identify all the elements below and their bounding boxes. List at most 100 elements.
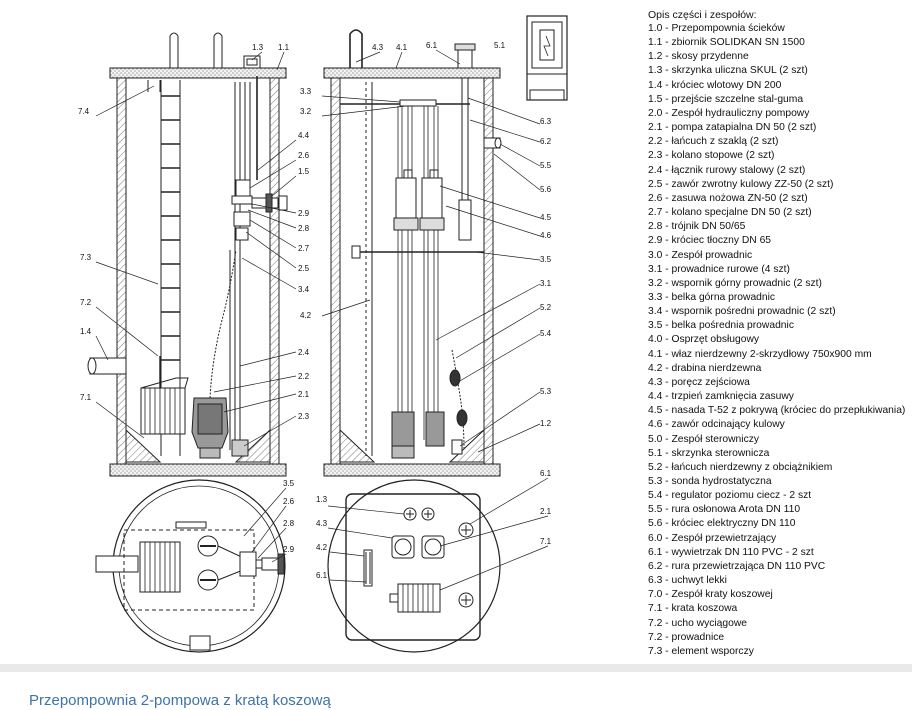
label-5-5: 5.5 bbox=[540, 161, 552, 170]
label-4-3: 4.3 bbox=[372, 43, 384, 52]
label-3-1: 3.1 bbox=[540, 279, 552, 288]
label-1-1: 1.1 bbox=[278, 43, 290, 52]
label-3-2: 3.2 bbox=[300, 107, 312, 116]
label-plan-6-1-right: 6.1 bbox=[540, 469, 552, 478]
label-2-8: 2.8 bbox=[298, 224, 310, 233]
label-4-5: 4.5 bbox=[540, 213, 552, 222]
legend-item: 2.9 - króciec tłoczny DN 65 bbox=[648, 235, 772, 247]
label-2-4: 2.4 bbox=[298, 348, 310, 357]
legend-item: 1.2 - skosy przydenne bbox=[648, 51, 749, 63]
legend-item: 6.2 - rura przewietrzająca DN 110 PVC bbox=[648, 560, 826, 572]
label-4-1: 4.1 bbox=[396, 43, 408, 52]
legend-item: 2.6 - zasuwa nożowa ZN-50 (2 szt) bbox=[648, 192, 808, 204]
plan-view-left bbox=[95, 479, 286, 653]
technical-drawing: 7.4 1.3 1.1 4.4 2.6 1.5 2.9 2.8 2.7 2.5 … bbox=[78, 15, 568, 653]
label-2-1: 2.1 bbox=[298, 390, 310, 399]
legend-item: 2.0 - Zespół hydrauliczny pompowy bbox=[648, 107, 810, 119]
label-3-3: 3.3 bbox=[300, 87, 312, 96]
label-2-7: 2.7 bbox=[298, 244, 310, 253]
label-2-9: 2.9 bbox=[298, 209, 310, 218]
section-view-left bbox=[87, 32, 288, 477]
legend-item: 2.3 - kolano stopowe (2 szt) bbox=[648, 150, 775, 162]
label-5-3: 5.3 bbox=[540, 387, 552, 396]
legend-item: 4.3 - poręcz zejściowa bbox=[648, 376, 750, 388]
legend-item: 7.1 - krata koszowa bbox=[648, 603, 738, 615]
legend-item: 2.2 - łańcuch z szaklą (2 szt) bbox=[648, 136, 779, 148]
legend-item: 3.2 - wspornik górny prowadnic (2 szt) bbox=[648, 277, 822, 289]
labels-plan-left: 3.5 2.6 2.8 2.9 bbox=[283, 479, 295, 554]
legend-item: 1.3 - skrzynka uliczna SKUL (2 szt) bbox=[648, 65, 808, 77]
label-3-4: 3.4 bbox=[298, 285, 310, 294]
label-6-3: 6.3 bbox=[540, 117, 552, 126]
leaders-right bbox=[321, 49, 541, 453]
legend-item: 1.1 - zbiornik SOLIDKAN SN 1500 bbox=[648, 37, 805, 49]
label-7-3: 7.3 bbox=[80, 253, 92, 262]
section-view-right bbox=[323, 15, 568, 477]
legend-item: 3.1 - prowadnice rurowe (4 szt) bbox=[648, 263, 790, 275]
label-7-2: 7.2 bbox=[80, 298, 92, 307]
labels-right: 4.3 4.1 6.1 5.1 3.3 3.2 6.3 6.2 5.5 5.6 … bbox=[300, 41, 552, 428]
label-1-5: 1.5 bbox=[298, 167, 310, 176]
legend-item: 2.4 - łącznik rurowy stalowy (2 szt) bbox=[648, 164, 806, 176]
legend-item: 5.0 - Zespół sterowniczy bbox=[648, 433, 760, 445]
legend-item: 7.2 - prowadnice bbox=[648, 631, 725, 643]
legend-item: 6.1 - wywietrzak DN 110 PVC - 2 szt bbox=[648, 546, 814, 558]
legend-item: 1.5 - przejście szczelne stal-guma bbox=[648, 93, 804, 105]
label-plan-6-1-left: 6.1 bbox=[316, 571, 328, 580]
image-caption: Przepompownia 2-pompowa z kratą koszową bbox=[29, 692, 331, 709]
labels-plan-right: 1.3 6.1 4.3 2.1 4.2 7.1 6.1 bbox=[316, 469, 552, 580]
legend-item: 5.2 - łańcuch nierdzewny z obciążnikiem bbox=[648, 461, 833, 473]
label-2-5: 2.5 bbox=[298, 264, 310, 273]
legend-item: 2.8 - trójnik DN 50/65 bbox=[648, 221, 746, 233]
label-2-3: 2.3 bbox=[298, 412, 310, 421]
label-5-4: 5.4 bbox=[540, 329, 552, 338]
legend-item: 7.3 - element wsporczy bbox=[648, 645, 754, 657]
label-1-2: 1.2 bbox=[540, 419, 552, 428]
legend-item: 3.5 - belka pośrednia prowadnic bbox=[648, 320, 794, 332]
legend-heading: Opis części i zespołów: bbox=[648, 9, 757, 21]
label-7-1: 7.1 bbox=[80, 393, 92, 402]
label-1-4: 1.4 bbox=[80, 327, 92, 336]
label-plan-2-9: 2.9 bbox=[283, 545, 295, 554]
legend-item: 4.0 - Osprzęt obsługowy bbox=[648, 334, 760, 346]
labels-left: 7.4 1.3 1.1 4.4 2.6 1.5 2.9 2.8 2.7 2.5 … bbox=[78, 43, 310, 421]
label-4-2: 4.2 bbox=[300, 311, 312, 320]
legend-item: 4.1 - właz nierdzewny 2-skrzydłowy 750x9… bbox=[648, 348, 872, 360]
label-plan-2-8: 2.8 bbox=[283, 519, 295, 528]
legend-item: 4.2 - drabina nierdzewna bbox=[648, 362, 762, 374]
label-plan-7-1: 7.1 bbox=[540, 537, 552, 546]
legend-item: 7.2 - ucho wyciągowe bbox=[648, 617, 748, 629]
legend-item: 4.6 - zawór odcinający kulowy bbox=[648, 419, 785, 431]
legend-item: 6.0 - Zespół przewietrzający bbox=[648, 532, 777, 544]
label-plan-2-1: 2.1 bbox=[540, 507, 552, 516]
legend-item: 5.4 - regulator poziomu ciecz - 2 szt bbox=[648, 490, 812, 502]
label-plan-1-3: 1.3 bbox=[316, 495, 328, 504]
label-4-4: 4.4 bbox=[298, 131, 310, 140]
legend-item: 5.6 - króciec elektryczny DN 110 bbox=[648, 518, 796, 530]
legend-item: 6.3 - uchwyt lekki bbox=[648, 575, 727, 587]
label-5-6: 5.6 bbox=[540, 185, 552, 194]
label-7-4: 7.4 bbox=[78, 107, 90, 116]
legend-item: 1.4 - króciec wlotowy DN 200 bbox=[648, 79, 782, 91]
leaders-plan-left bbox=[243, 487, 287, 563]
legend-item: 2.1 - pompa zatapialna DN 50 (2 szt) bbox=[648, 122, 817, 134]
leaders-left bbox=[95, 51, 297, 447]
caption-bar: Przepompownia 2-pompowa z kratą koszową bbox=[0, 664, 912, 710]
label-3-5: 3.5 bbox=[540, 255, 552, 264]
label-5-1: 5.1 bbox=[494, 41, 506, 50]
legend-item: 3.3 - belka górna prowadnic bbox=[648, 291, 776, 303]
label-plan-2-6: 2.6 bbox=[283, 497, 295, 506]
legend-item: 3.4 - wspornik pośredni prowadnic (2 szt… bbox=[648, 306, 836, 318]
legend-item: 7.0 - Zespół kraty koszowej bbox=[648, 589, 773, 601]
label-1-3: 1.3 bbox=[252, 43, 264, 52]
legend-item: 5.3 - sonda hydrostatyczna bbox=[648, 476, 772, 487]
legend-item: 2.7 - kolano specjalne DN 50 (2 szt) bbox=[648, 207, 812, 219]
legend-item: 4.5 - nasada T-52 z pokrywą (króciec do … bbox=[648, 405, 906, 417]
label-plan-3-5: 3.5 bbox=[283, 479, 295, 488]
label-4-6: 4.6 bbox=[540, 231, 552, 240]
label-plan-4-2: 4.2 bbox=[316, 543, 328, 552]
legend-item: 2.5 - zawór zwrotny kulowy ZZ-50 (2 szt) bbox=[648, 178, 834, 190]
legend-item: 4.4 - trzpień zamknięcia zasuwy bbox=[648, 391, 794, 403]
leaders-plan-right bbox=[327, 477, 549, 591]
